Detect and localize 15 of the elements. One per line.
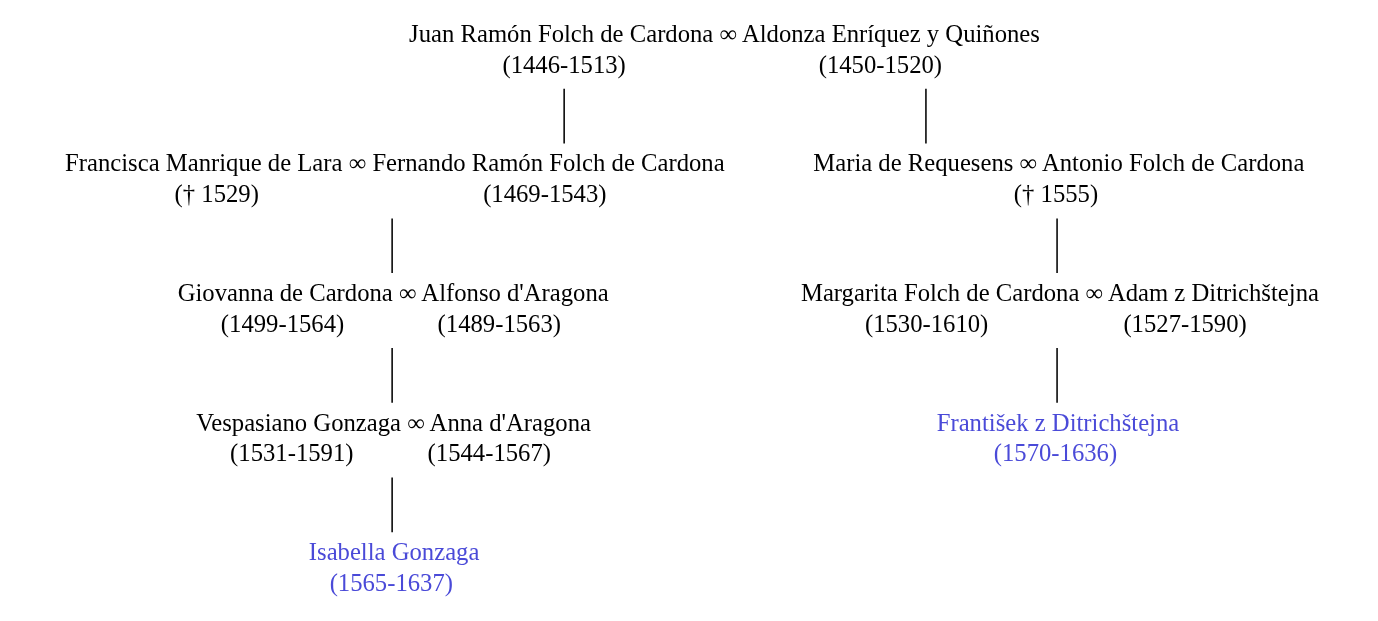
connector <box>390 217 393 274</box>
connector <box>1055 347 1058 404</box>
connector <box>562 88 565 145</box>
connector <box>390 476 393 534</box>
node-text: Margarita Folch de Cardona ∞ Adam z Ditrichštejna (1530-1610) (1527-1590) <box>800 278 1319 337</box>
connector <box>924 88 927 145</box>
node-text: Isabella Gonzaga (1565-1637) <box>308 538 479 596</box>
node-text: František z Ditrichštejna (1570-1636) <box>936 408 1179 467</box>
node-text: Juan Ramón Folch de Cardona ∞ Aldonza Enríquez y Quiñones (1446-1513) (1450-1520) <box>408 19 1040 78</box>
node-text: Francisca Manrique de Lara ∞ Fernando Ramón Folch de Cardona († 1529) (1469-1543) <box>64 149 725 208</box>
connector <box>390 347 393 404</box>
node-text: Vespasiano Gonzaga ∞ Anna d'Aragona (1531-1591) (1544-1567) <box>195 408 591 467</box>
connector <box>1055 217 1058 274</box>
node-text: Maria de Requesens ∞ Antonio Folch de Cardona († 1555) <box>812 149 1304 208</box>
node-text: Giovanna de Cardona ∞ Alfonso d'Aragona (1499-1564) (1489-1563) <box>177 278 609 337</box>
